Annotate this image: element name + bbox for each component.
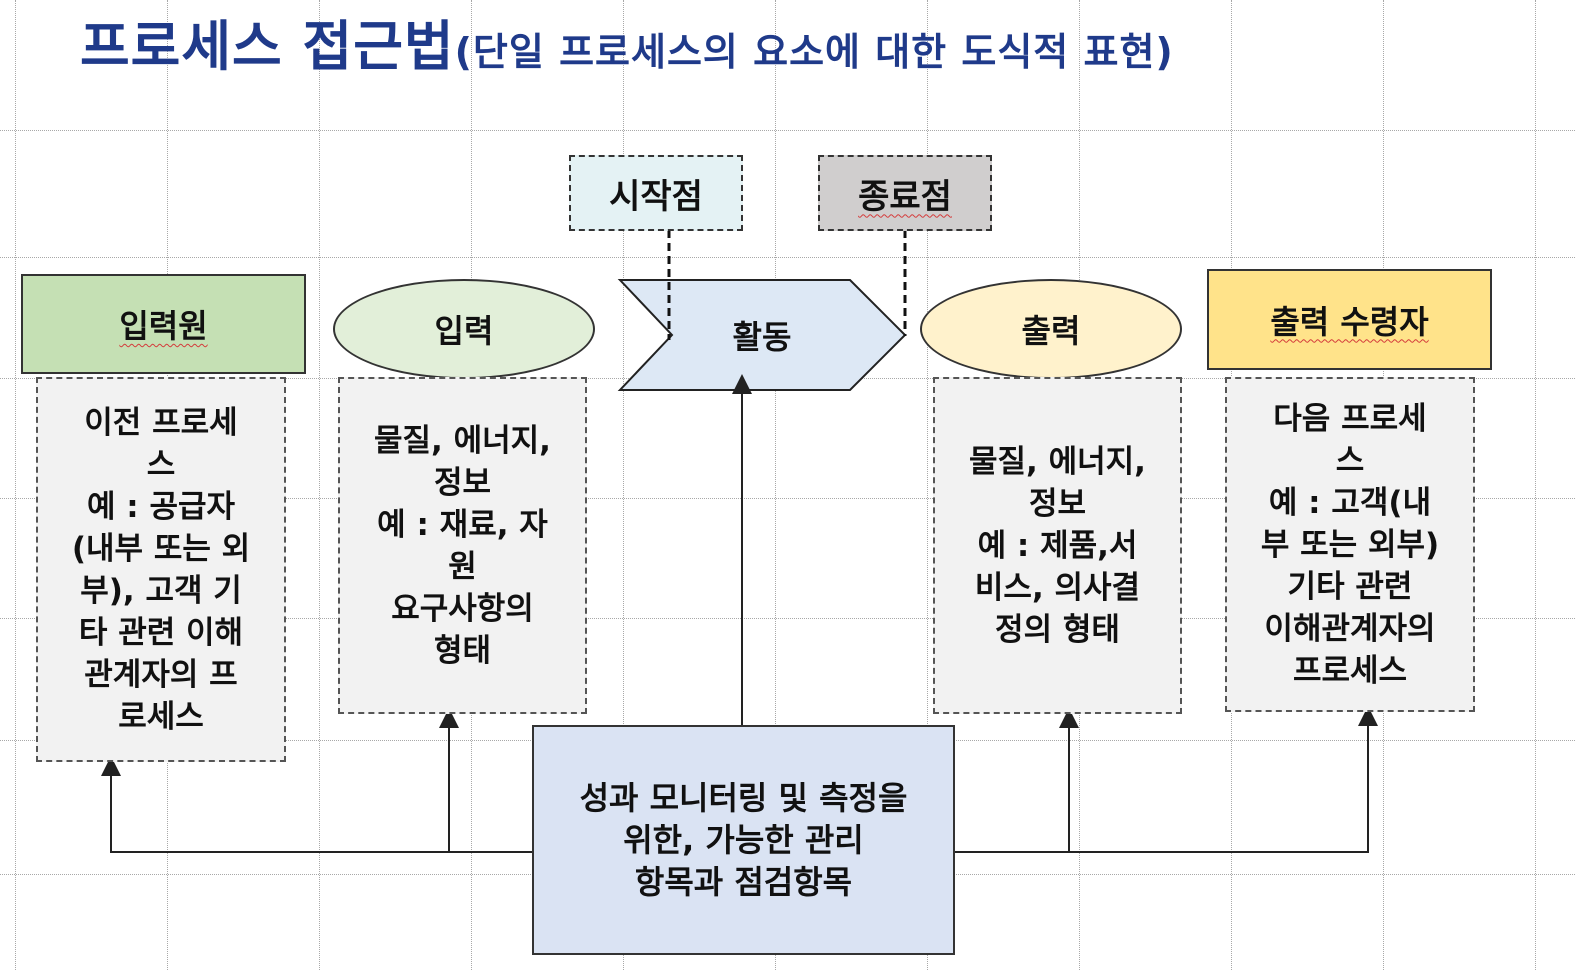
activity-chevron xyxy=(617,279,907,391)
right-branch-line xyxy=(948,706,1378,853)
input-label: 입력 xyxy=(434,312,494,350)
title-sub: (단일 프로세스의 요소에 대한 도식적 표현) xyxy=(454,30,1174,74)
grid-line xyxy=(15,0,16,970)
output-receiver-detail-text: 다음 프로세 스 예 : 고객(내 부 또는 외부) 기타 관련 이해관계자의 … xyxy=(1260,400,1440,689)
left-branch-line xyxy=(101,756,533,853)
page-title: 프로세스 접근법(단일 프로세스의 요소에 대한 도식적 표현) xyxy=(80,2,1174,81)
output-receiver-header: 출력 수령자 xyxy=(1207,269,1492,370)
input-source-header: 입력원 xyxy=(21,274,306,374)
input-ellipse: 입력 xyxy=(333,279,595,379)
input-detail-text: 물질, 에너지, 정보 예 : 재료, 자 원 요구사항의 형태 xyxy=(374,422,551,669)
activity-label-box: 활동 xyxy=(672,290,852,380)
grid-line xyxy=(1535,0,1536,970)
output-detail: 물질, 에너지, 정보 예 : 제품,서 비스, 의사결 정의 형태 xyxy=(933,377,1182,714)
start-point-box: 시작점 xyxy=(569,155,743,231)
input-detail: 물질, 에너지, 정보 예 : 재료, 자 원 요구사항의 형태 xyxy=(338,377,587,714)
activity-label: 활동 xyxy=(732,318,792,356)
control-text: 성과 모니터링 및 측정을 위한, 가능한 관리 항목과 점검항목 xyxy=(579,779,908,901)
end-point-label: 종료점 xyxy=(858,176,952,217)
control-box: 성과 모니터링 및 측정을 위한, 가능한 관리 항목과 점검항목 xyxy=(532,725,955,955)
input-source-detail: 이전 프로세 스 예 : 공급자 (내부 또는 외 부), 고객 기 타 관련 … xyxy=(36,377,286,762)
grid-line xyxy=(0,257,1575,258)
grid-line xyxy=(0,498,1575,499)
output-label: 출력 xyxy=(1021,312,1081,350)
input-source-label: 입력원 xyxy=(119,307,208,345)
grid-line xyxy=(927,0,928,970)
output-detail-text: 물질, 에너지, 정보 예 : 제품,서 비스, 의사결 정의 형태 xyxy=(969,443,1146,648)
input-source-detail-text: 이전 프로세 스 예 : 공급자 (내부 또는 외 부), 고객 기 타 관련 … xyxy=(71,404,251,735)
output-ellipse: 출력 xyxy=(920,279,1182,379)
start-point-label: 시작점 xyxy=(609,176,703,217)
output-receiver-detail: 다음 프로세 스 예 : 고객(내 부 또는 외부) 기타 관련 이해관계자의 … xyxy=(1225,377,1475,712)
grid-line xyxy=(775,0,776,970)
end-point-box: 종료점 xyxy=(818,155,992,231)
output-receiver-label: 출력 수령자 xyxy=(1270,302,1429,341)
grid-line xyxy=(623,0,624,970)
grid-line xyxy=(0,130,1575,131)
grid-line xyxy=(319,0,320,970)
grid-line xyxy=(0,618,1575,619)
title-main: 프로세스 접근법 xyxy=(80,15,455,78)
